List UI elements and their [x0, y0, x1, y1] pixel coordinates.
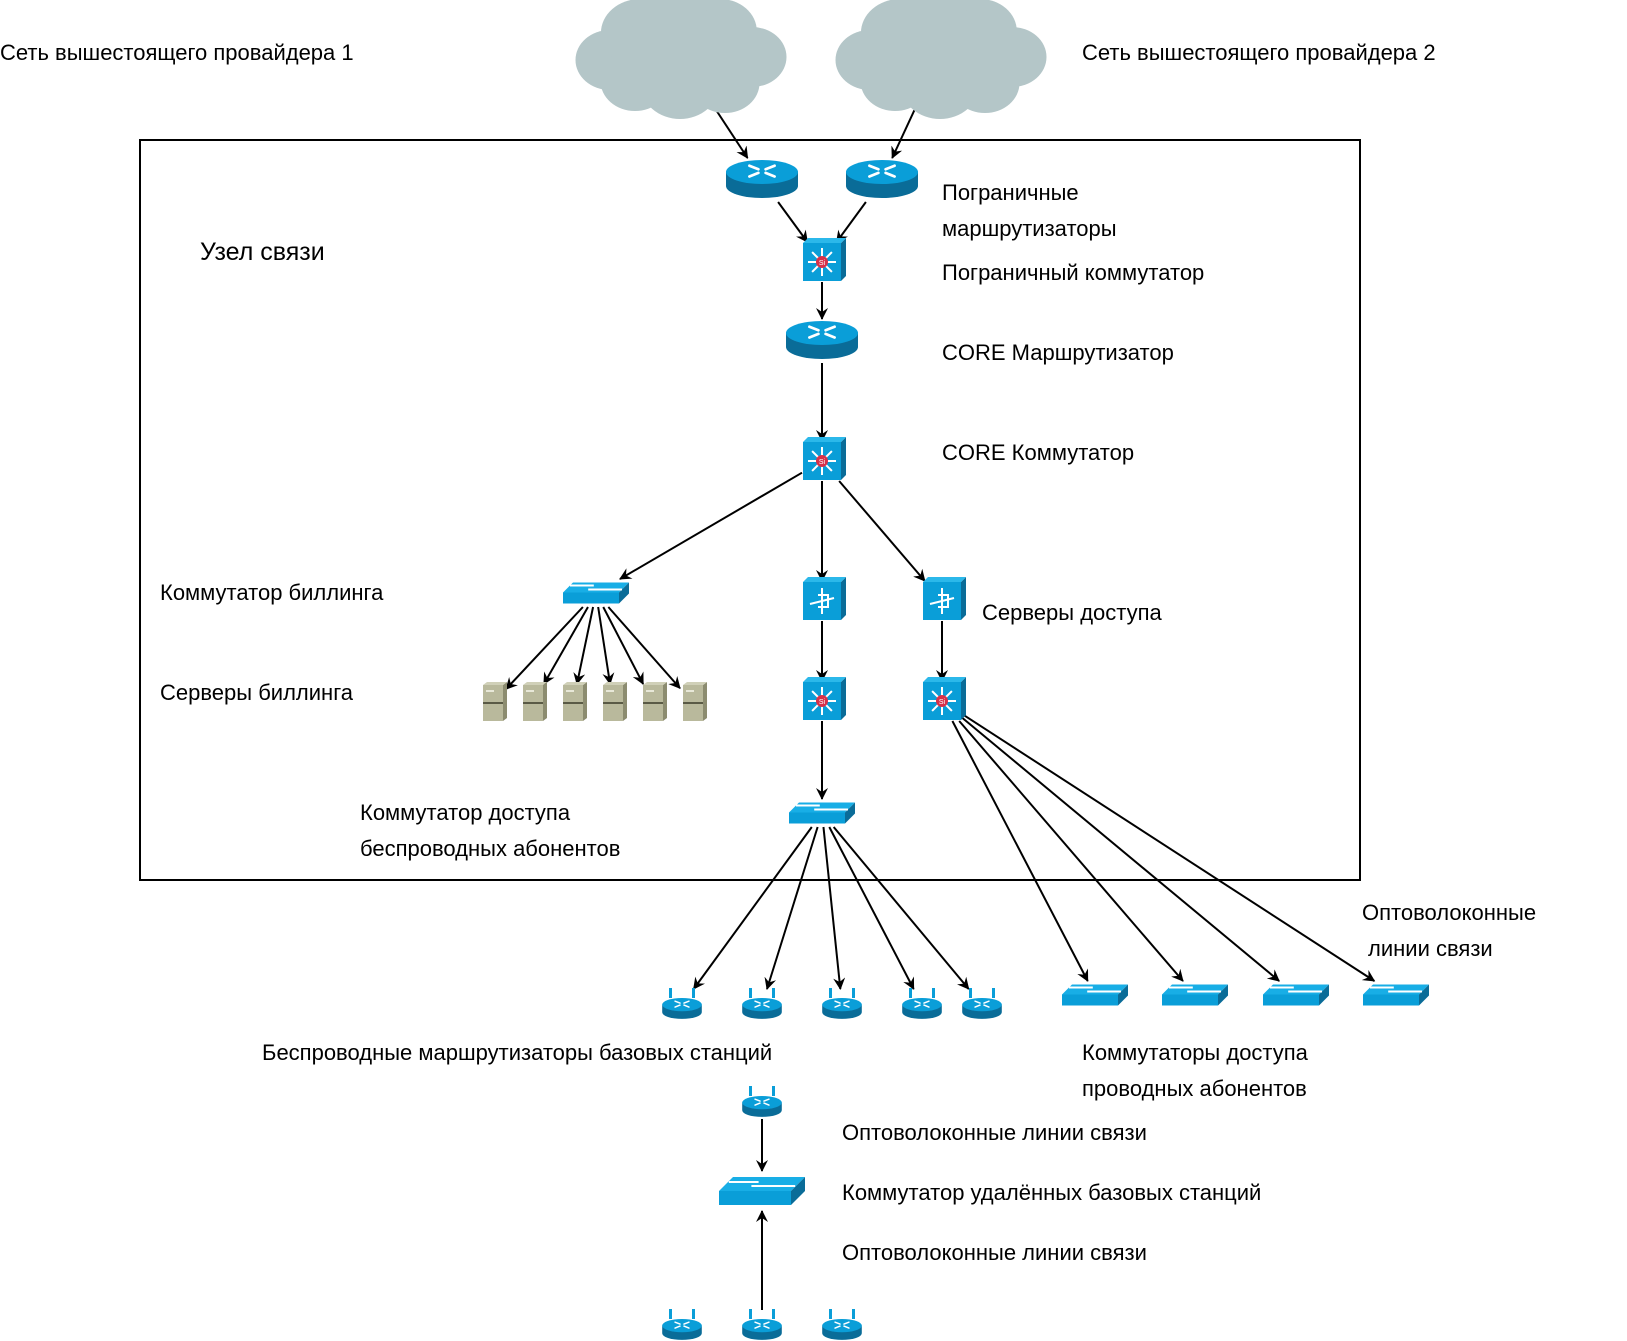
link-br2-to-bsw	[835, 201, 867, 243]
border-switch: Si	[803, 238, 846, 281]
remote-bs-router-2	[742, 1309, 782, 1340]
wired-distribution-switch: Si	[923, 677, 966, 720]
billing-server-6	[683, 682, 707, 721]
link-l3b-to-as4	[961, 713, 1376, 982]
link-wl_sw-to-wr4	[828, 826, 915, 990]
label-fiber-right-2: линии связи	[1368, 936, 1493, 961]
label-billing-servers: Серверы биллинга	[160, 680, 354, 705]
label-billing-switch: Коммутатор биллинга	[160, 580, 384, 605]
label-border-routers-2: маршрутизаторы	[942, 216, 1117, 241]
billing-server-2	[523, 682, 547, 721]
svg-text:Si: Si	[819, 260, 826, 267]
wireless-access-switch	[789, 802, 855, 824]
wireless-distribution-switch: Si	[803, 677, 846, 720]
billing-server-1	[483, 682, 507, 721]
svg-text:Si: Si	[939, 699, 946, 706]
link-l3b-to-as2	[958, 720, 1184, 982]
label-wired-access-switches-1: Коммутаторы доступа	[1082, 1040, 1309, 1065]
billing-server-3	[563, 682, 587, 721]
label-provider-1: Сеть вышестоящего провайдера 1	[0, 40, 354, 65]
label-fiber-lower-2: Оптоволоконные линии связи	[842, 1240, 1147, 1265]
access-server-2	[923, 577, 966, 620]
label-wireless-access-switch-2: беспроводных абонентов	[360, 836, 620, 861]
wireless-bs-router-5	[962, 988, 1002, 1019]
link-bill_sw-to-bill6	[607, 606, 681, 690]
access-server-1	[803, 577, 846, 620]
label-wireless-bs-routers: Беспроводные маршрутизаторы базовых стан…	[262, 1040, 772, 1065]
label-border-routers-1: Пограничные	[942, 180, 1079, 205]
link-core_s-to-acc_srv2	[838, 480, 926, 582]
wired-access-switch-2	[1162, 984, 1228, 1006]
label-wired-access-switches-2: проводных абонентов	[1082, 1076, 1307, 1101]
link-wl_sw-to-wr2	[764, 826, 819, 990]
svg-text:Si: Si	[819, 459, 826, 466]
label-node-title: Узел связи	[200, 238, 325, 266]
link-bill_sw-to-bill4	[597, 606, 615, 685]
node-frame	[139, 139, 1361, 881]
link-bill_sw-to-bill1	[505, 606, 584, 690]
link-l3b-to-as1	[951, 720, 1089, 982]
remote-bs-router-3	[822, 1309, 862, 1340]
upstream-provider-2-cloud	[835, 0, 1047, 119]
label-fiber-right-1: Оптоволоконные	[1362, 900, 1536, 925]
label-core-router: CORE Маршрутизатор	[942, 340, 1174, 365]
label-wireless-access-switch-1: Коммутатор доступа	[360, 800, 571, 825]
label-remote-bs-switch: Коммутатор удалённых базовых станций	[842, 1180, 1261, 1205]
svg-text:Si: Si	[819, 699, 826, 706]
link-l3b-to-as3	[961, 716, 1280, 982]
wireless-bs-router-3	[822, 988, 862, 1019]
wired-access-switch-4	[1363, 984, 1429, 1006]
core-switch: Si	[803, 437, 846, 480]
wireless-bs-router-2	[742, 988, 782, 1019]
border-router-1	[726, 160, 798, 198]
billing-server-5	[643, 682, 667, 721]
wireless-bs-router-4	[902, 988, 942, 1019]
wired-access-switch-1	[1062, 984, 1128, 1006]
wireless-bs-router-1	[662, 988, 702, 1019]
link-core_s-to-bill_sw	[619, 471, 803, 580]
wired-access-switch-3	[1263, 984, 1329, 1006]
label-border-switch: Пограничный коммутатор	[942, 260, 1204, 285]
link-wl_sw-to-wr3	[822, 826, 846, 990]
link-bill_sw-to-bill5	[602, 606, 645, 685]
remote-bs-router-1	[662, 1309, 702, 1340]
link-wl_sw-to-wr5	[832, 826, 970, 990]
remote-bs-router-top	[742, 1086, 782, 1117]
link-bill_sw-to-bill3	[573, 606, 595, 685]
billing-switch	[563, 582, 629, 604]
core-router	[786, 321, 858, 359]
upstream-provider-1-cloud	[575, 0, 787, 119]
border-router-2	[846, 160, 918, 198]
label-provider-2: Сеть вышестоящего провайдера 2	[1082, 40, 1436, 65]
link-wl_sw-to-wr1	[692, 826, 813, 990]
link-bill_sw-to-bill2	[543, 606, 589, 685]
edges-layer	[505, 99, 1376, 1310]
billing-server-4	[603, 682, 627, 721]
label-access-servers: Серверы доступа	[982, 600, 1163, 625]
label-fiber-lower-1: Оптоволоконные линии связи	[842, 1120, 1147, 1145]
label-core-switch: CORE Коммутатор	[942, 440, 1134, 465]
link-br1-to-bsw	[777, 201, 809, 243]
remote-bs-switch	[719, 1177, 805, 1205]
